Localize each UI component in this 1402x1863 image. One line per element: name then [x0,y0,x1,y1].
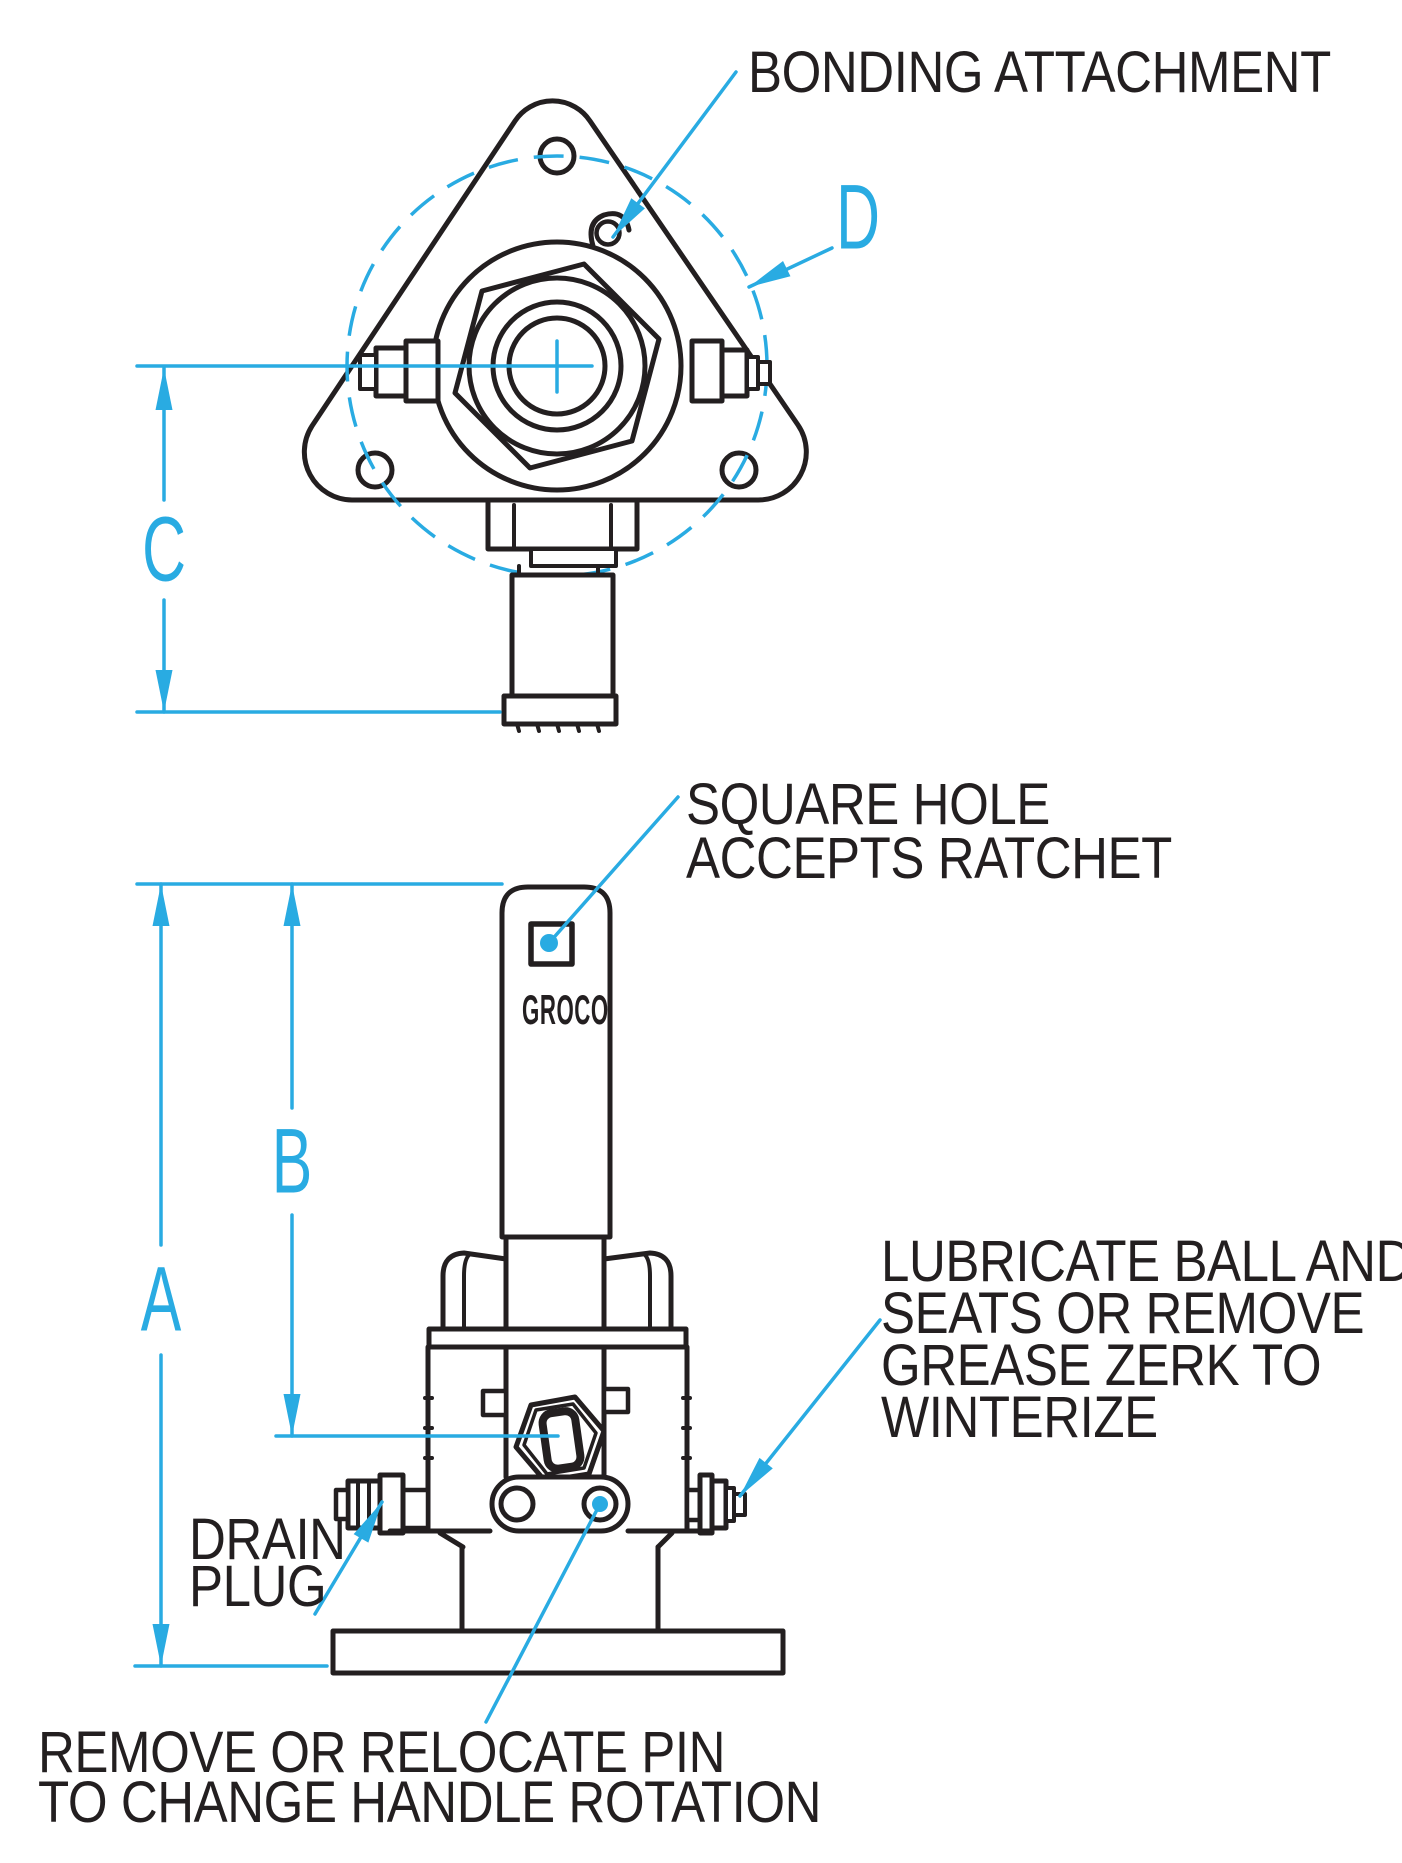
grease-zerk [684,1472,747,1536]
square-hole-leader [540,795,680,952]
bonding-leader [611,70,738,239]
dim-b-label: B [271,1110,313,1213]
pin-leader [484,1496,608,1724]
groco-logo: GROCO [522,986,609,1033]
bonding-attachment-label: BONDING ATTACHMENT [748,40,1331,105]
stem-hex-nut [513,1394,607,1484]
hex-nut [452,261,662,471]
drain-leader [313,1500,384,1616]
packing-nut-right [601,1250,674,1332]
square-hole-label: SQUARE HOLE ACCEPTS RATCHET [686,772,1172,891]
lubricate-label: LUBRICATE BALL AND SEATS OR REMOVE GREAS… [881,1229,1402,1450]
dim-a-line [133,882,329,1668]
dim-d-label: D [836,166,880,269]
grease-zerk-top-view [689,338,772,404]
valve-neck-top-view [485,497,640,552]
handle-pin-left [498,1485,536,1523]
bonnet-flange [426,1326,689,1350]
packing-nut-left [440,1250,509,1332]
dim-c-label: C [142,498,186,601]
triangular-flange [301,98,809,503]
pipe-tail [509,572,616,699]
ratchet-square-hole [528,921,575,967]
drain-plug-label: DRAIN PLUG [189,1507,346,1619]
valve-handle [499,884,613,1240]
zerk-leader [738,1318,882,1498]
dim-a-label: A [140,1248,182,1351]
dim-d-leader [747,246,834,289]
dim-b-line [274,882,560,1438]
dimension-lines [133,70,882,1724]
bonding-lug-hole [594,219,622,247]
pipe-collar [501,693,619,727]
dim-c-line [135,366,502,714]
base-flange [330,1628,786,1676]
bolt-hole-left [355,450,395,490]
front-view [330,884,786,1676]
drain-plug-top-view [358,338,441,404]
remove-pin-label: REMOVE OR RELOCATE PIN TO CHANGE HANDLE … [38,1720,822,1835]
